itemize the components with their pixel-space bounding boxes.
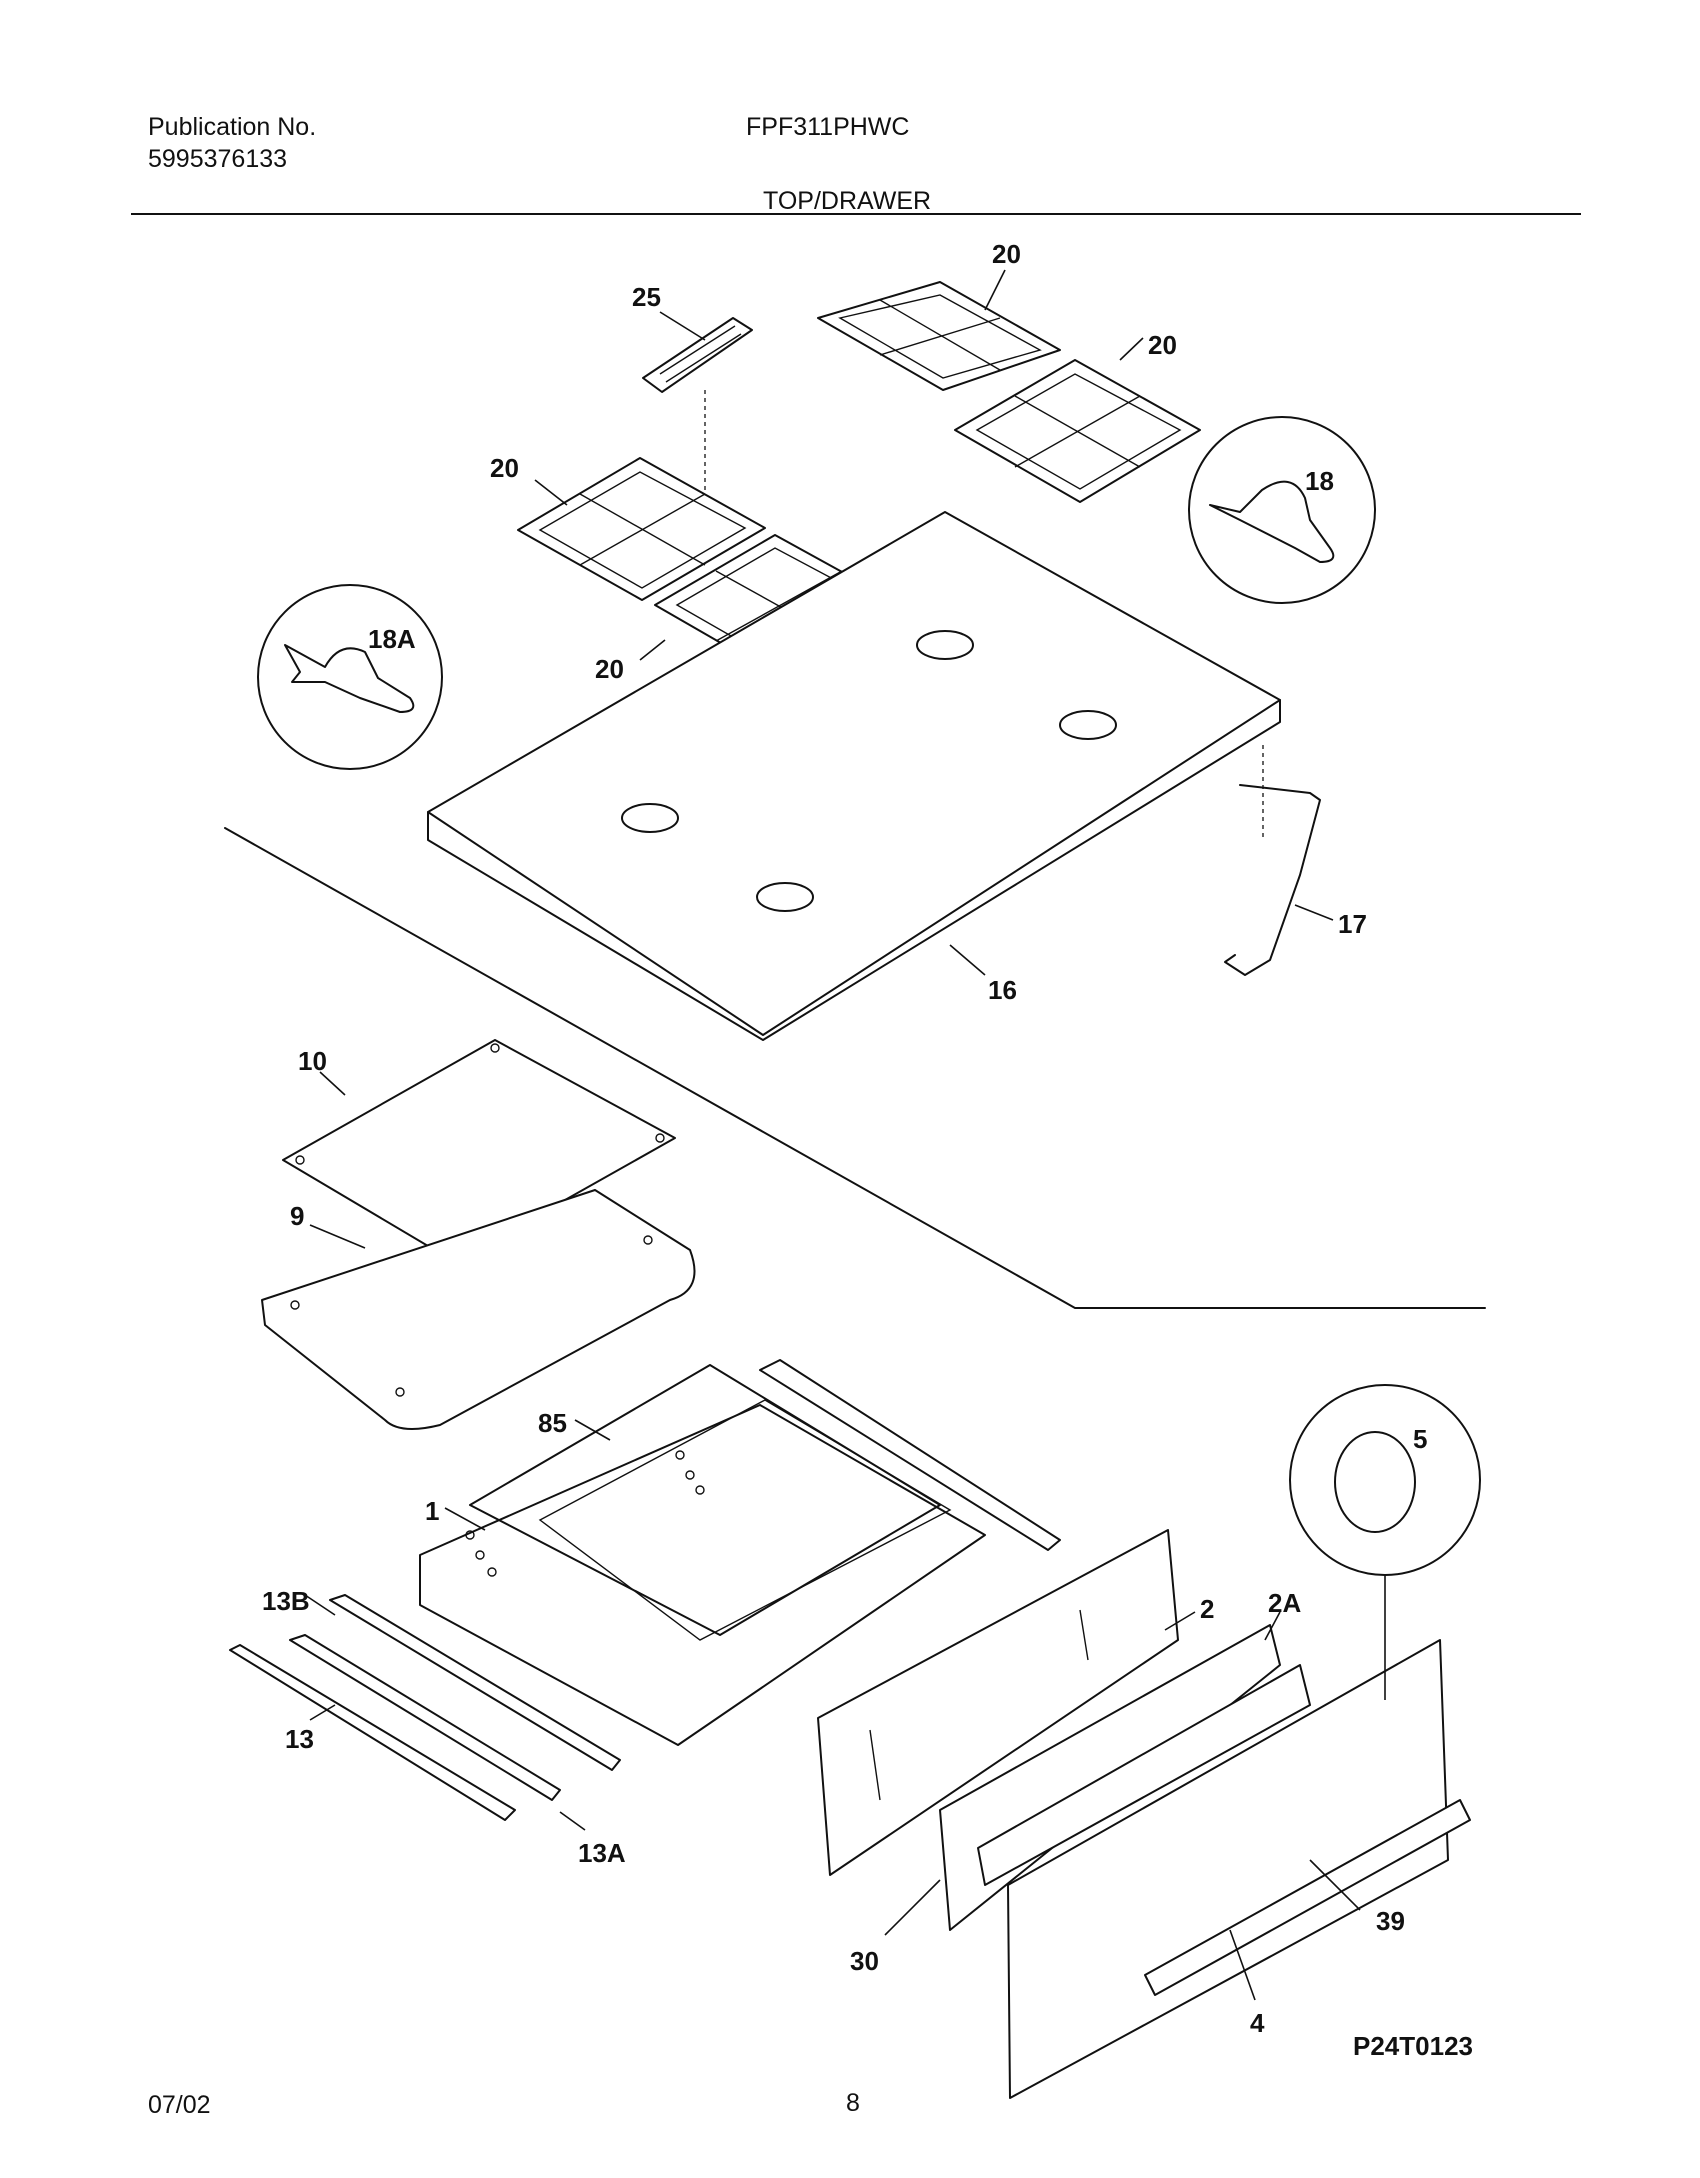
callout-16: 16 [988,975,1017,1005]
leader-lines [304,269,1361,2001]
callout-9: 9 [290,1201,304,1231]
callout-18a: 18A [368,624,416,654]
callout-4: 4 [1250,2008,1265,2038]
callout-17: 17 [1338,909,1367,939]
callout-20-left: 20 [490,453,519,483]
part-30-bar [977,1664,1311,1886]
part-18-detail [1188,416,1376,604]
callout-13: 13 [285,1724,314,1754]
rail-rear [759,1359,1061,1551]
part-9-panel [261,1189,696,1430]
callout-2: 2 [1200,1594,1214,1624]
model-number: FPF311PHWC [746,113,910,141]
callout-20-bottom: 20 [595,654,624,684]
part-13a-slide [289,1634,561,1801]
callout-20-top: 20 [992,239,1021,269]
part-20-grate-rear-right [817,281,1061,391]
callout-10: 10 [298,1046,327,1076]
section-divider-line [224,827,1486,1309]
part-39-handle [1144,1799,1471,1996]
callout-13a: 13A [578,1838,626,1868]
part-13-slide [229,1644,516,1821]
part-20-grate-front-right [954,359,1201,503]
part-2-drawer-back [817,1529,1179,1876]
callout-39: 39 [1376,1906,1405,1936]
part-85-rack [469,1364,941,1636]
diagram-code: P24T0123 [1353,2031,1473,2061]
part-4-front-panel [1007,1639,1449,2099]
part-16-cooktop [427,511,1281,1041]
callout-1: 1 [425,1496,439,1526]
part-18a-detail [257,584,443,770]
section-title: TOP/DRAWER [763,187,932,215]
part-1-drawer-body [419,1399,986,1746]
callout-20-right: 20 [1148,330,1177,360]
part-17-wire [1224,784,1321,976]
callout-18: 18 [1305,466,1334,496]
callout-30: 30 [850,1946,879,1976]
footer-date: 07/02 [148,2091,211,2119]
part-10-panel [282,1039,676,1263]
publication-label: Publication No. [148,113,317,141]
part-5-detail [1289,1384,1481,1700]
callout-2a: 2A [1268,1588,1301,1618]
callout-13b: 13B [262,1586,310,1616]
part-13b-slide [329,1594,621,1771]
callout-85: 85 [538,1408,567,1438]
page-number: 8 [846,2089,860,2117]
publication-number: 5995376133 [148,145,288,173]
part-20-grate-rear-left [517,457,766,601]
callout-5: 5 [1413,1424,1427,1454]
header-divider [131,213,1581,215]
callout-25: 25 [632,282,661,312]
